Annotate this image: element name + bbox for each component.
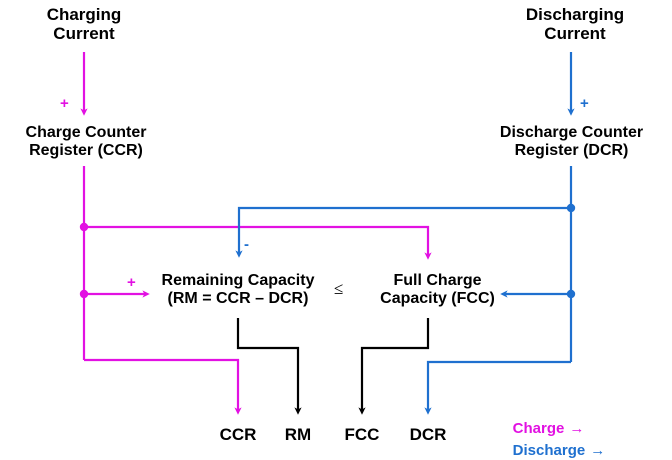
wire-rm-to-output [236, 318, 302, 415]
charge-plus-sign: + [60, 95, 69, 112]
output-label-dcr: DCR [409, 425, 447, 444]
charging-current-label: Charging Current [46, 5, 122, 44]
wire-ccr-to-fcc [84, 225, 432, 260]
junction-dot-ccr-top [79, 222, 89, 232]
junction-dot-dcr-top [566, 203, 576, 213]
remaining-capacity-plus-sign: + [127, 274, 136, 291]
wire-fcc-to-output [358, 318, 430, 415]
discharging-current-label: Discharging Current [525, 5, 625, 44]
legend-discharge-label: Discharge [512, 442, 586, 459]
legend-charge-arrow-icon: → [569, 420, 585, 437]
wire-dcr-to-output [424, 360, 571, 415]
legend-discharge: Discharge→ [496, 425, 606, 460]
comparison-operator-label: ≤ [334, 279, 344, 298]
legend-charge-label: Charge [512, 420, 565, 437]
discharge-plus-sign: + [580, 95, 589, 112]
legend-charge: Charge→ [496, 403, 585, 454]
charge-counter-register-label: Charge Counter Register (CCR) [25, 124, 147, 159]
output-label-fcc: FCC [344, 425, 380, 444]
wire-dcr-to-rm [235, 206, 571, 258]
output-label-rm: RM [284, 425, 312, 444]
junction-dot-dcr-mid [566, 289, 576, 299]
full-charge-capacity-label: Full Charge Capacity (FCC) [380, 272, 495, 307]
remaining-capacity-label: Remaining Capacity (RM = CCR – DCR) [161, 272, 315, 307]
junction-dot-ccr-mid [79, 289, 89, 299]
legend-discharge-arrow-icon: → [590, 442, 606, 459]
discharge-counter-register-label: Discharge Counter Register (DCR) [499, 124, 644, 159]
output-label-ccr: CCR [219, 425, 257, 444]
remaining-capacity-minus-sign: - [244, 236, 249, 253]
wire-ccr-to-output [84, 358, 242, 415]
